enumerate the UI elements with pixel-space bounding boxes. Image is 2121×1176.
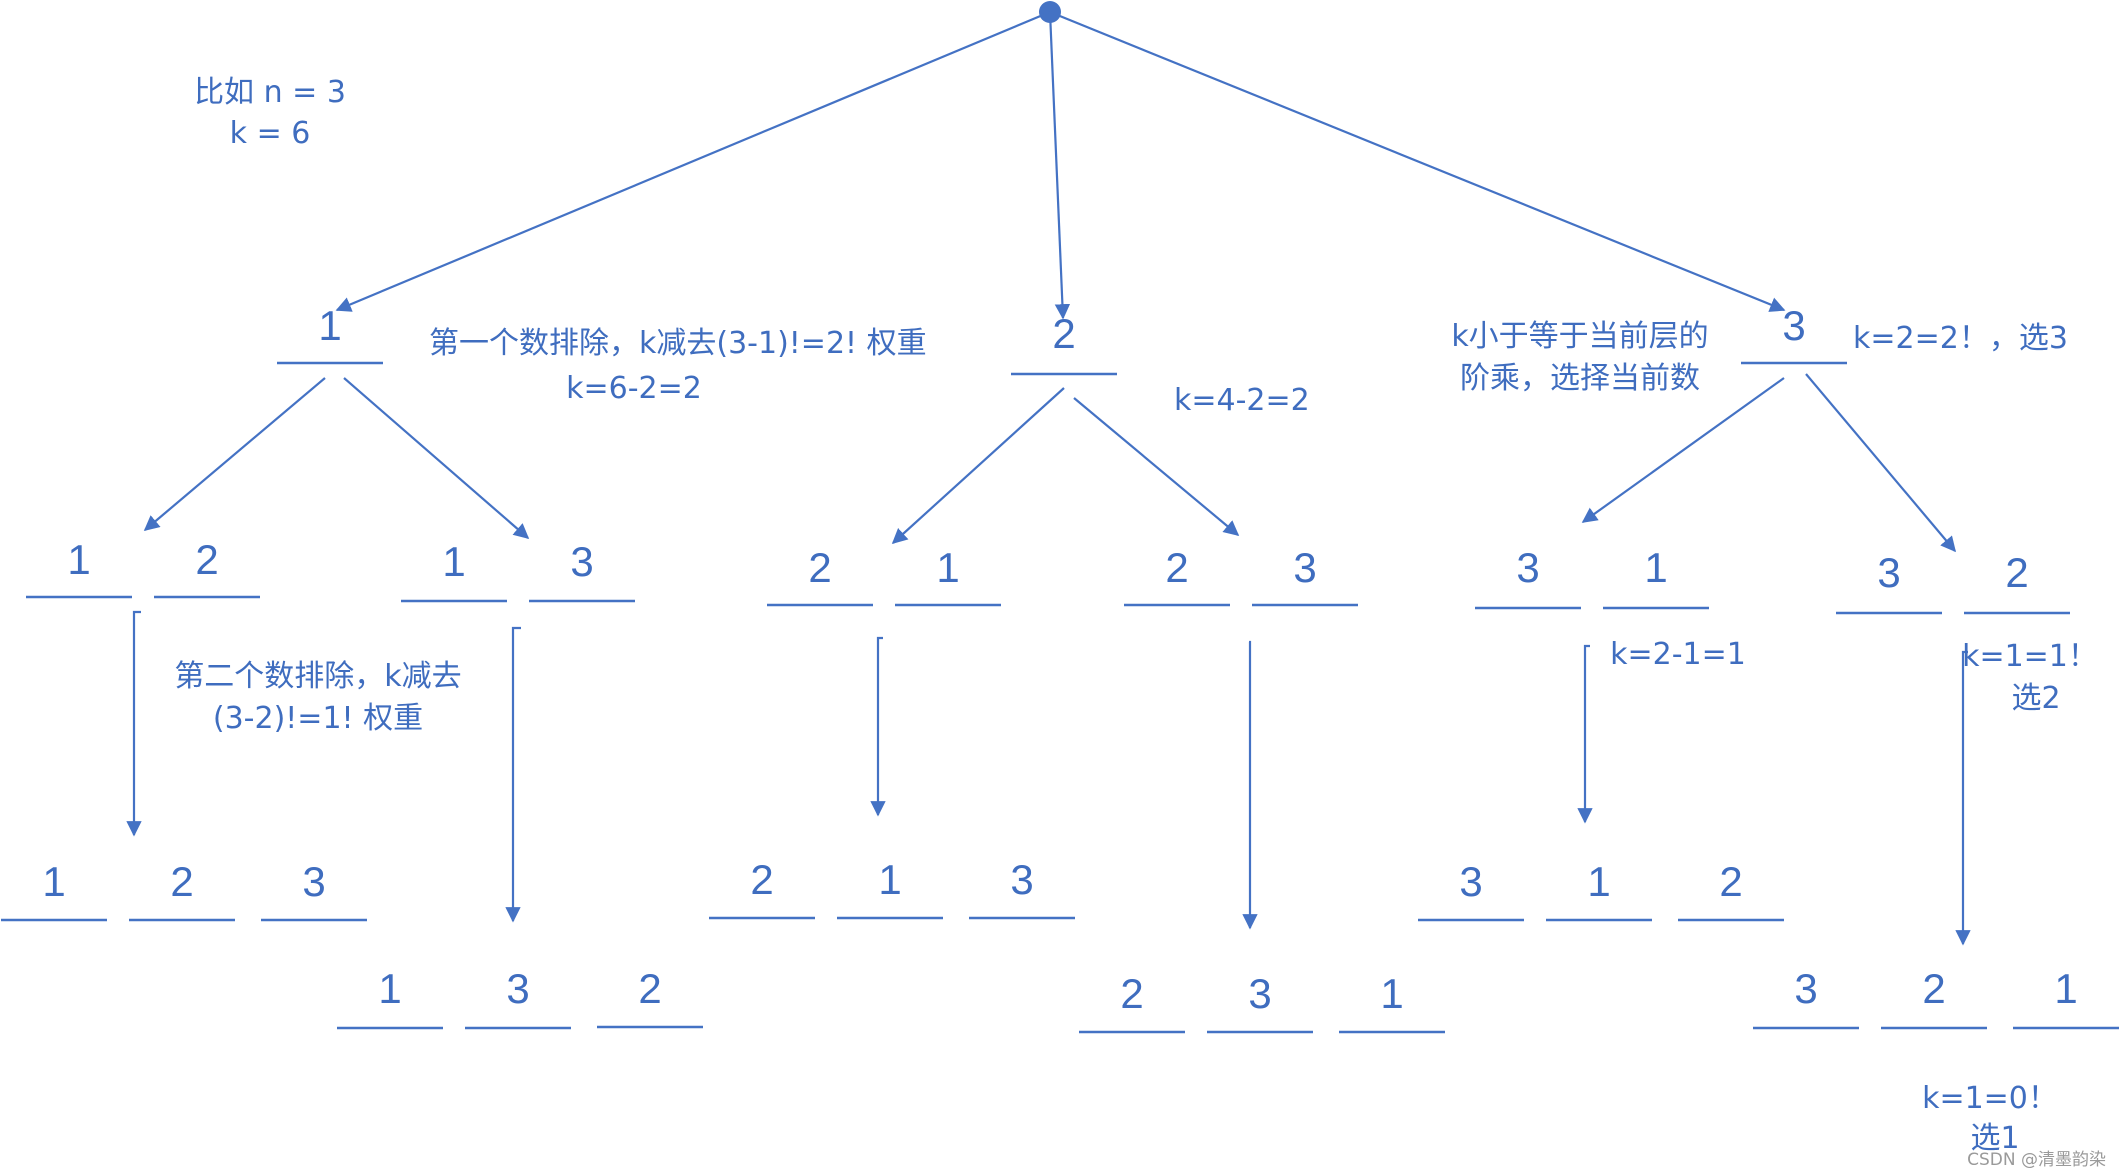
leaf-digit: 1 <box>378 965 401 1012</box>
level1-digit-3: 3 <box>1782 302 1805 349</box>
note-second-level-2: (3-2)!=1! 权重 <box>213 701 423 736</box>
level2-node-21: 2 1 <box>767 544 1001 607</box>
level2-node-23: 2 3 <box>1124 544 1358 607</box>
arrow-21-to-leaf <box>870 636 886 817</box>
leaf-123: 1 2 3 <box>1 858 367 922</box>
level2-digit: 2 <box>1165 544 1188 591</box>
arrow-root-to-3 <box>1049 10 1786 312</box>
level2-digit: 2 <box>2005 549 2028 596</box>
level2-digit: 3 <box>1516 544 1539 591</box>
leaf-312: 3 1 2 <box>1418 858 1784 922</box>
note-first-level-k: k=6-2=2 <box>566 371 702 406</box>
leaf-digit: 3 <box>1459 858 1482 905</box>
level2-node-13: 1 3 <box>401 538 635 603</box>
level2-digit: 1 <box>1644 544 1667 591</box>
level1-digit-2: 2 <box>1052 310 1075 357</box>
leaf-digit: 1 <box>878 856 901 903</box>
leaf-213: 2 1 3 <box>709 856 1075 920</box>
leaf-digit: 1 <box>1587 858 1610 905</box>
note-first-level: 第一个数排除，k减去(3-1)!=2! 权重 <box>429 326 927 361</box>
leaf-digit: 1 <box>2054 965 2077 1012</box>
arrow-32-to-leaf <box>1955 650 1971 946</box>
arrow-13-to-leaf <box>505 626 521 923</box>
level2-node-31: 3 1 <box>1475 544 1709 610</box>
note-k-mid: k=4-2=2 <box>1174 383 1310 418</box>
arrow-23-to-leaf <box>1242 640 1258 930</box>
arrow-3-to-31 <box>1581 377 1785 523</box>
arrow-root-to-2 <box>1048 11 1071 320</box>
level2-digit: 2 <box>808 544 831 591</box>
leaf-digit: 2 <box>638 965 661 1012</box>
note-pick1-choice: 选1 <box>1970 1121 2019 1156</box>
leaf-231: 2 3 1 <box>1079 970 1445 1034</box>
arrow-2-to-23 <box>1073 397 1240 536</box>
leaf-digit: 1 <box>1380 970 1403 1017</box>
leaf-digit: 2 <box>170 858 193 905</box>
arrow-2-to-21 <box>891 387 1065 545</box>
note-pick3: k=2=2！，选3 <box>1853 321 2068 356</box>
leaf-digit: 2 <box>1120 970 1143 1017</box>
leaf-digit: 3 <box>506 965 529 1012</box>
note-pick2-choice: 选2 <box>2011 681 2060 716</box>
note-rule-1: k小于等于当前层的 <box>1451 319 1708 354</box>
note-rule-2: 阶乘，选择当前数 <box>1460 361 1700 396</box>
leaf-digit: 3 <box>302 858 325 905</box>
level2-digit: 1 <box>936 544 959 591</box>
note-pick2-k: k=1=1！ <box>1962 639 2098 674</box>
arrow-31-to-leaf <box>1577 644 1593 824</box>
note-pick1-k: k=1=0！ <box>1922 1081 2058 1116</box>
leaf-digit: 3 <box>1248 970 1271 1017</box>
note-example-n: 比如 n = 3 <box>194 75 346 110</box>
leaf-digit: 2 <box>1719 858 1742 905</box>
level2-digit: 1 <box>442 538 465 585</box>
leaf-digit: 2 <box>1922 965 1945 1012</box>
leaf-digit: 3 <box>1010 856 1033 903</box>
arrow-3-to-32 <box>1805 373 1956 553</box>
leaf-digit: 3 <box>1794 965 1817 1012</box>
note-example-k: k = 6 <box>230 116 311 151</box>
level2-digit: 3 <box>1877 549 1900 596</box>
note-second-level-1: 第二个数排除，k减去 <box>174 659 461 694</box>
arrow-1-to-12 <box>143 377 326 531</box>
arrow-1-to-13 <box>343 377 530 540</box>
leaf-digit: 2 <box>750 856 773 903</box>
level2-digit: 2 <box>195 536 218 583</box>
level2-digit: 3 <box>1293 544 1316 591</box>
watermark: CSDN @清墨韵染 <box>1967 1150 2106 1170</box>
leaf-132: 1 3 2 <box>337 965 703 1030</box>
level2-digit: 3 <box>570 538 593 585</box>
level1-digit-1: 1 <box>318 302 341 349</box>
arrow-root-to-1 <box>335 10 1051 312</box>
note-k-minus: k=2-1=1 <box>1610 637 1746 672</box>
level2-digit: 1 <box>67 536 90 583</box>
level2-node-12: 1 2 <box>26 536 260 599</box>
level2-node-32: 3 2 <box>1836 549 2070 615</box>
leaf-321: 3 2 1 <box>1753 965 2119 1030</box>
arrow-12-to-leaf <box>126 610 142 837</box>
leaf-digit: 1 <box>42 858 65 905</box>
